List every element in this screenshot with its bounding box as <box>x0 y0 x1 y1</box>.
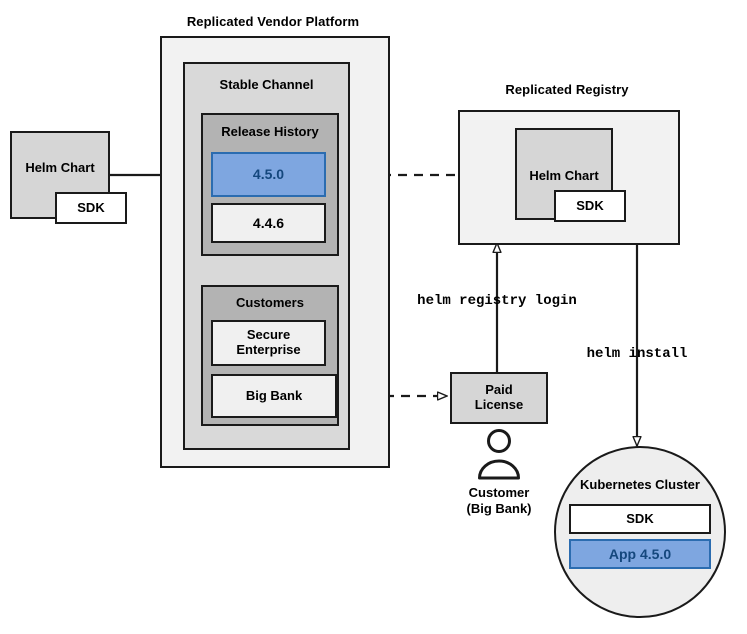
platform-title: Replicated Vendor Platform <box>186 14 360 29</box>
source-helm-chart-label: Helm Chart <box>25 160 95 175</box>
registry-title: Replicated Registry <box>505 82 629 97</box>
release-item-previous[interactable]: 4.4.6 <box>211 203 326 243</box>
customer-name-label: Secure Enterprise <box>236 327 301 357</box>
command-registry-login: helm registry login <box>417 293 577 309</box>
cluster-component-label: App 4.5.0 <box>608 545 672 562</box>
customer-actor-label: Customer (Big Bank) <box>466 485 532 516</box>
kubernetes-cluster-label: Kubernetes Cluster <box>580 477 700 492</box>
command-helm-install: helm install <box>586 346 688 362</box>
cluster-component-label: SDK <box>626 510 654 526</box>
registry-sdk-label: SDK <box>576 197 604 213</box>
customer-name-label: Big Bank <box>245 387 303 403</box>
cluster-component-app[interactable]: App 4.5.0 <box>569 539 711 569</box>
release-history-label: Release History <box>221 124 319 139</box>
release-item-current[interactable]: 4.5.0 <box>211 152 326 197</box>
registry-helm-chart-label: Helm Chart <box>529 168 599 183</box>
release-version-label: 4.4.6 <box>252 214 285 231</box>
paid-license-box: Paid License <box>450 372 548 424</box>
release-version-label: 4.5.0 <box>252 166 285 183</box>
stable-channel-label: Stable Channel <box>219 77 314 92</box>
source-sdk-label: SDK <box>77 199 105 215</box>
source-sdk-box: SDK <box>55 192 127 224</box>
registry-sdk-box: SDK <box>554 190 626 222</box>
customer-item-big-bank[interactable]: Big Bank <box>211 374 337 418</box>
paid-license-label: Paid License <box>474 382 524 412</box>
customer-actor-icon <box>478 429 520 480</box>
customer-item-secure-enterprise[interactable]: Secure Enterprise <box>211 320 326 366</box>
customers-label: Customers <box>236 295 304 310</box>
cluster-component-sdk[interactable]: SDK <box>569 504 711 534</box>
